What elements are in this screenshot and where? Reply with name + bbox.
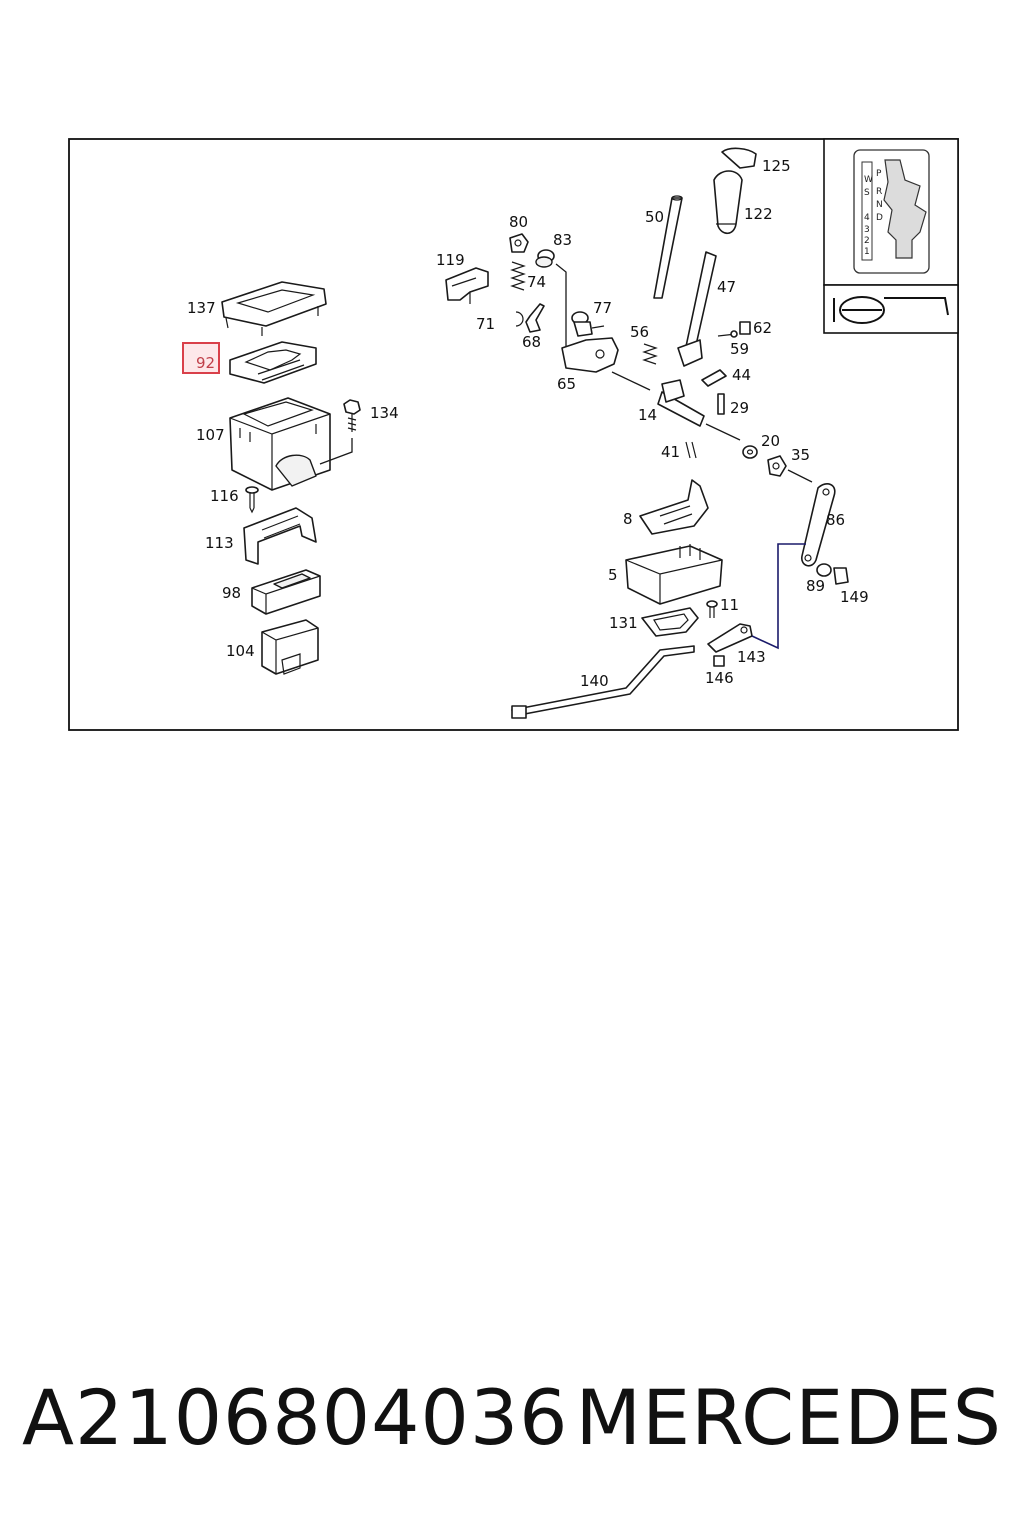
part-8-gate-plate [639,479,709,535]
callout-104: 104 [226,642,255,660]
callout-62: 62 [753,319,772,337]
part-20-washer [742,445,758,459]
callout-56: 56 [630,323,649,341]
callout-146: 146 [705,669,734,687]
callout-80: 80 [509,213,528,231]
part-122-shift-knob [713,170,743,235]
callout-137: 137 [187,299,216,317]
brand-name: MERCEDES [575,1373,1002,1462]
part-44-pin [701,369,727,387]
part-146-nut [713,655,725,667]
leader-86-143 [751,543,806,650]
part-143-lever [707,623,753,653]
callout-119: 119 [436,251,465,269]
part-41-pin [685,441,697,459]
callout-8: 8 [623,510,633,528]
part-125-knob-cap [721,147,757,169]
callout-134: 134 [370,404,399,422]
callout-47: 47 [717,278,736,296]
gate-letter-4: 4 [864,213,870,223]
gate-letter-W: W [864,175,873,185]
part-104-module [261,619,319,675]
callout-74: 74 [527,273,546,291]
part-47-shift-lever [677,251,717,367]
part-5-housing-base [625,544,723,605]
part-71-circlip [515,311,524,327]
callout-65: 65 [557,375,576,393]
callout-50: 50 [645,208,664,226]
part-68-lever [525,303,545,333]
callout-44: 44 [732,366,751,384]
callout-107: 107 [196,426,225,444]
part-140-linkage-rod [511,645,695,719]
callout-98: 98 [222,584,241,602]
part-131-gasket [641,607,699,637]
part-74-spring [510,261,526,291]
callout-11: 11 [720,596,739,614]
footer: A2106804036 MERCEDES [0,1368,1024,1478]
part-50-rod [653,195,683,299]
callout-116: 116 [210,487,239,505]
part-59-bolt [717,330,738,338]
highlight-box-92 [182,342,220,374]
part-35-bushing [767,455,813,483]
gate-letter-N: N [876,200,883,210]
part-14-shaft [657,379,741,441]
callout-86: 86 [826,511,845,529]
part-77-switch [571,311,605,337]
callout-89: 89 [806,577,825,595]
callout-59: 59 [730,340,749,358]
callout-5: 5 [608,566,618,584]
gate-letter-S: S [864,188,870,198]
part-113-trim-piece [243,507,317,565]
gate-letter-P: P [876,169,882,179]
part-80-clip [509,233,529,253]
part-number: A2106804036 [22,1373,569,1462]
callout-140: 140 [580,672,609,690]
part-119-bracket [445,267,489,304]
callout-20: 20 [761,432,780,450]
part-149-clip [833,567,849,585]
part-62-clip [739,321,751,335]
callout-68: 68 [522,333,541,351]
callout-113: 113 [205,534,234,552]
part-92-cover-plate [229,341,317,384]
part-29-pin [717,393,725,415]
part-116-screw [245,486,259,514]
callout-labels: 137 92 107 134 116 113 98 104 119 80 83 … [187,157,869,690]
gate-letter-2: 2 [864,236,870,246]
exploded-parts-diagram: P R N D 4 3 2 1 W S [68,138,959,731]
callout-149: 149 [840,588,869,606]
gate-letter-D: D [876,213,883,223]
part-98-switch-block [251,569,321,615]
part-134-screw [319,399,361,465]
vehicle-emblem-inset [823,284,959,334]
part-56-spring [642,343,658,365]
part-107-console-housing [229,397,331,491]
callout-122: 122 [744,205,773,223]
gate-letter-1: 1 [864,247,870,257]
callout-41: 41 [661,443,680,461]
shift-gate-inset: P R N D 4 3 2 1 W S [823,138,959,286]
callout-71: 71 [476,315,495,333]
callout-125: 125 [762,157,791,175]
callout-77: 77 [593,299,612,317]
callout-35: 35 [791,446,810,464]
part-65-shift-base [561,337,651,391]
callout-131: 131 [609,614,638,632]
callout-143: 143 [737,648,766,666]
callout-92: 92 [196,354,215,372]
callout-83: 83 [553,231,572,249]
part-11-screw [706,600,718,618]
part-137-trim-frame [221,281,327,336]
part-86-lever [801,483,836,567]
part-89-bushing [816,563,832,577]
gate-letter-R: R [876,187,882,197]
callout-29: 29 [730,399,749,417]
callout-14: 14 [638,406,657,424]
gate-letter-3: 3 [864,225,870,235]
